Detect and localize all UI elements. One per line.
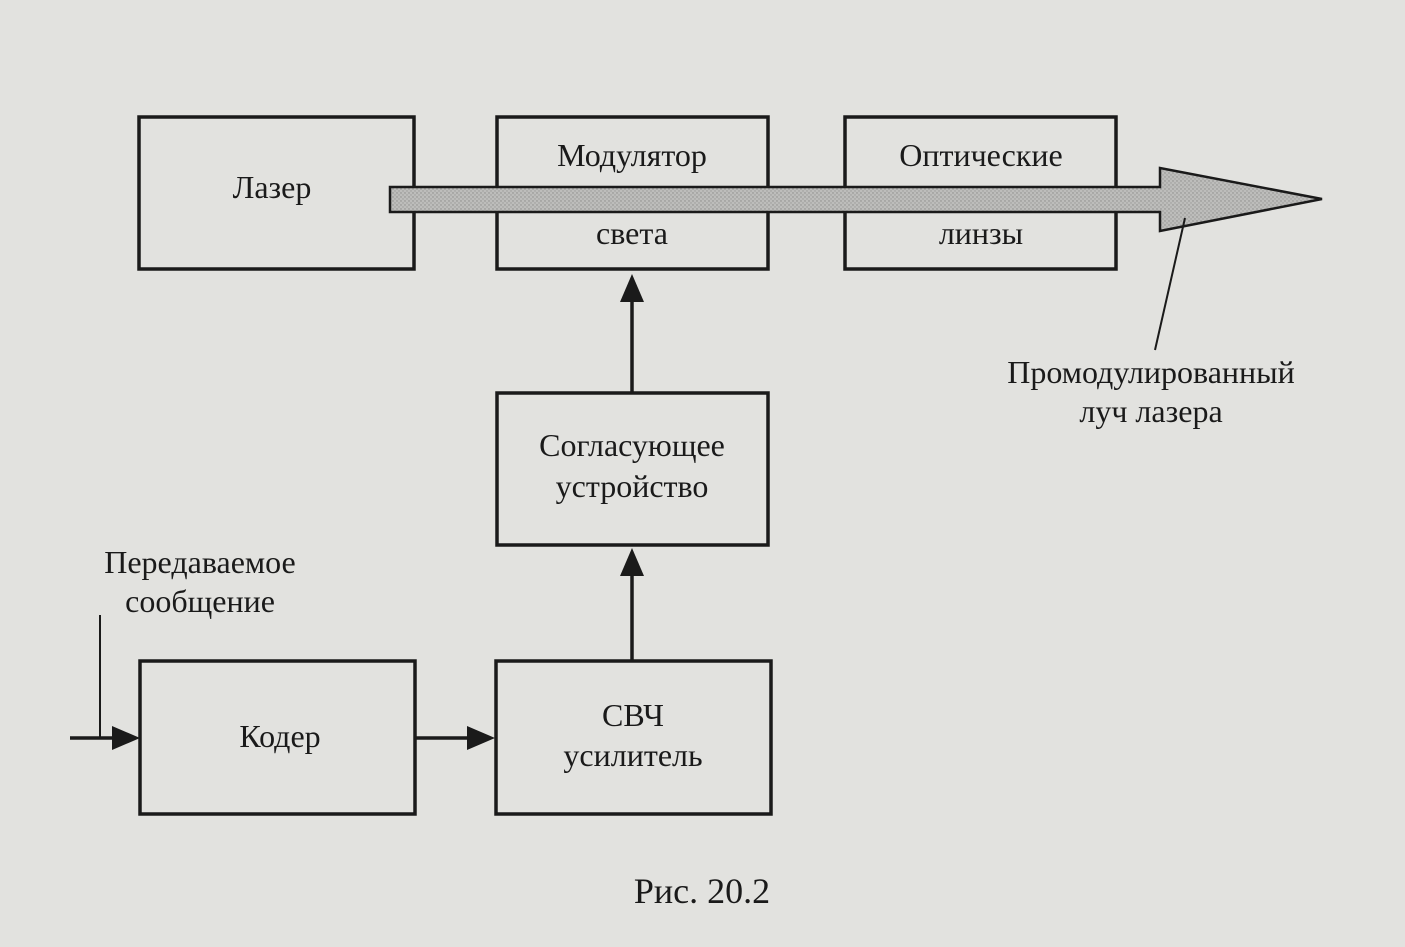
arrow-coder-to-amplifier [415, 726, 495, 750]
optics-label-line1: Оптические [899, 137, 1063, 173]
optics-label-line2: линзы [939, 215, 1023, 251]
arrow-amplifier-to-matching [620, 548, 644, 660]
beam-note-line1: Промодулированный [1007, 354, 1295, 390]
matching-label-line2: устройство [556, 468, 709, 504]
modulator-label-line1: Модулятор [557, 137, 707, 173]
microwave-amplifier-block: СВЧ усилитель [494, 659, 773, 816]
laser-beam-arrow [388, 166, 1323, 233]
beam-note-line2: луч лазера [1079, 393, 1222, 429]
beam-leader-line [1154, 217, 1186, 351]
matching-device-block: Согласующее устройство [495, 391, 770, 547]
optics-block: Оптические линзы [843, 115, 1118, 271]
modulator-label-line2: света [596, 215, 668, 251]
arrow-input-to-coder [70, 726, 140, 750]
amplifier-label-line1: СВЧ [602, 697, 664, 733]
laser-label: Лазер [233, 169, 312, 205]
coder-block: Кодер [138, 659, 417, 816]
modulator-block: Модулятор света [495, 115, 770, 271]
message-note-line1: Передаваемое [104, 544, 296, 580]
matching-label-line1: Согласующее [539, 427, 725, 463]
laser-block: Лазер [137, 115, 416, 271]
coder-label: Кодер [239, 718, 320, 754]
message-note-line2: сообщение [125, 583, 275, 619]
figure-caption: Рис. 20.2 [634, 871, 770, 911]
arrow-matching-to-modulator [620, 274, 644, 392]
amplifier-label-line2: усилитель [563, 737, 702, 773]
